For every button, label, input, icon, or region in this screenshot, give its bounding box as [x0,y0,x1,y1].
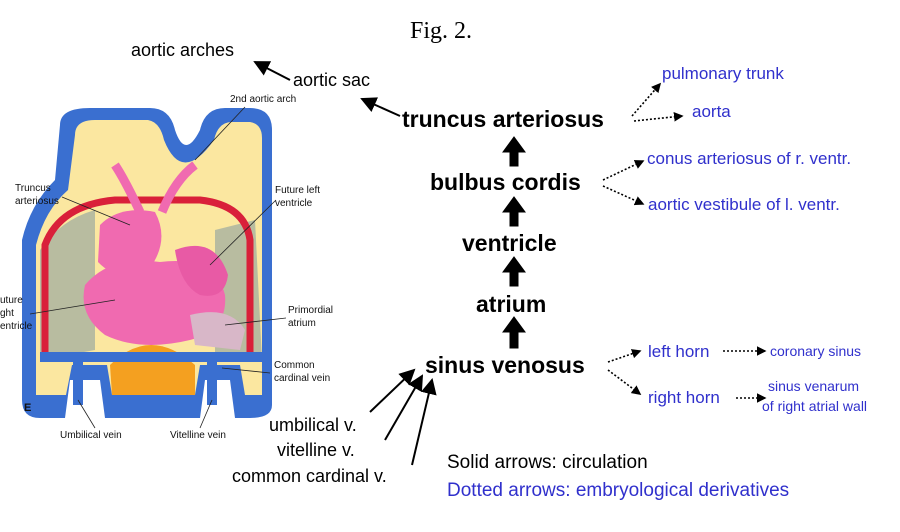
truncus-arteriosus-shape [98,210,162,276]
illus-vitelline-vein: Vitelline vein [170,430,226,441]
arrow-sinus-to-atrium [502,316,526,349]
illus-primordial-2: atrium [288,318,316,329]
label-pulmonary-trunk: pulmonary trunk [662,64,784,83]
label-common-cardinal-v: common cardinal v. [232,466,387,486]
illus-future-left-1: Future left [275,185,321,196]
label-right-horn: right horn [648,388,720,407]
illus-common-2: cardinal vein [274,373,331,384]
arrow-cardinal-to-sinus [411,378,437,466]
arrow-truncus-to-pulmonary [631,82,662,117]
label-umbilical-v: umbilical v. [269,415,357,435]
aortic-arch-right [157,161,198,214]
label-coronary-sinus: coronary sinus [770,343,862,359]
arrow-truncus-to-aorta [633,112,684,122]
arrow-vitelline-to-sinus [384,374,424,441]
illus-primordial-1: Primordial [288,305,334,316]
arrow-bulbus-to-conus [602,160,645,181]
illus-panel-letter: E [24,402,32,414]
leader-lines [29,106,287,429]
mesocardium-left [40,210,95,360]
arrow-ventricle-to-bulbus [502,196,526,227]
label-conus-arteriosus: conus arteriosus of r. ventr. [647,149,852,168]
arrow-aortic-sac-to-arches [253,61,291,81]
label-vitelline-v: vitelline v. [277,440,355,460]
label-left-horn: left horn [648,342,710,361]
label-aortic-sac: aortic sac [293,70,371,90]
future-left-ventricle-shape [175,245,228,296]
illus-2nd-aortic-arch: 2nd aortic arch [230,94,297,105]
arrow-sinus-to-left-horn [607,349,642,363]
label-truncus-arteriosus: truncus arteriosus [402,106,604,132]
label-bulbus-cordis: bulbus cordis [430,169,581,195]
label-aortic-vestibule: aortic vestibule of l. ventr. [648,195,840,214]
label-sinus-venarum-2: of right atrial wall [762,398,868,414]
illus-truncus-2: arteriosus [15,196,59,207]
arrow-sinus-to-right-horn [607,369,642,395]
primordial-atrium-shape [190,312,245,350]
label-sinus-venosus: sinus venosus [425,352,585,378]
label-aortic-arches: aortic arches [131,40,235,60]
illus-common-1: Common [274,360,315,371]
arrow-bulbus-to-vestibule [602,185,645,206]
label-sinus-venarum-1: sinus venarum [768,378,860,394]
label-aorta: aorta [692,102,731,121]
arrow-truncus-to-aortic-sac [360,97,401,117]
illus-truncus-1: Truncus [15,183,51,194]
aortic-arch-left [111,162,145,214]
embryo-heart-illustration [22,106,287,429]
legend-solid: Solid arrows: circulation [447,452,648,473]
arrow-bulbus-to-truncus [502,136,526,167]
label-ventricle: ventricle [462,230,557,256]
cardinal-vein-bar [40,352,262,362]
illus-future-right-2: ght [0,308,14,319]
figure-title: Fig. 2. [410,18,473,44]
illus-future-right-3: entricle [0,321,33,332]
illus-future-right-1: uture [0,295,23,306]
label-atrium: atrium [476,291,547,317]
dotted-arrows [602,82,767,403]
illus-umbilical-vein: Umbilical vein [60,430,122,441]
illus-future-left-2: ventricle [275,198,313,209]
arrow-umbilical-to-sinus [369,368,416,413]
legend-dotted: Dotted arrows: embryological derivatives [447,480,790,501]
dorsal-aorta-outline [41,196,254,355]
arrow-atrium-to-ventricle [502,256,526,287]
solid-arrows [253,61,526,466]
